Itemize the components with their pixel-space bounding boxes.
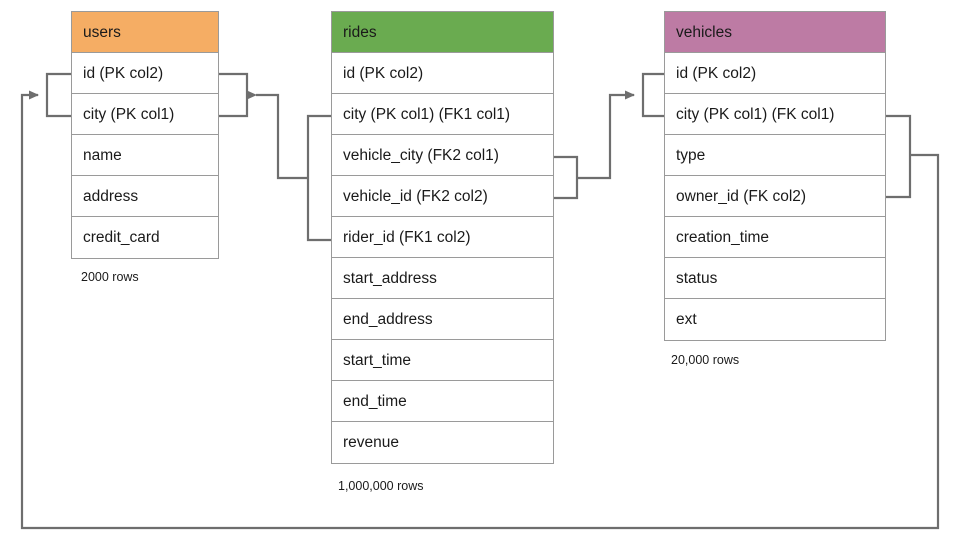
- field-vehicles-status[interactable]: status: [665, 258, 885, 299]
- table-header-rides: rides: [332, 12, 553, 53]
- field-rides-vehicle-city[interactable]: vehicle_city (FK2 col1): [332, 135, 553, 176]
- row-count-users: 2000 rows: [81, 270, 139, 284]
- connector-vehicles-to-users: [20, 90, 940, 530]
- field-vehicles-creation-time[interactable]: creation_time: [665, 217, 885, 258]
- field-rides-revenue[interactable]: revenue: [343, 434, 400, 451]
- entity-table-vehicles[interactable]: vehicles id (PK col2) city (PK col1) (FK…: [664, 11, 886, 341]
- entity-table-rides[interactable]: rides id (PK col2) city (PK col1) (FK1 c…: [331, 11, 554, 464]
- connector-rides-to-users: [247, 90, 308, 180]
- field-vehicles-owner-id[interactable]: owner_id (FK col2): [665, 176, 885, 217]
- row-count-vehicles: 20,000 rows: [671, 353, 740, 367]
- field-users-id[interactable]: id (PK col2): [72, 53, 218, 94]
- field-rides-end-time[interactable]: end_time: [332, 381, 553, 422]
- row-count-rides: 1,000,000 rows: [338, 479, 424, 493]
- field-rides-end-address[interactable]: end_address: [332, 299, 553, 340]
- field-users-credit-card[interactable]: credit_card: [83, 229, 160, 246]
- field-users-name[interactable]: name: [72, 135, 218, 176]
- entity-table-users[interactable]: users id (PK col2) city (PK col1) name a…: [71, 11, 219, 259]
- table-header-users: users: [72, 12, 218, 53]
- connector-users-left-bracket: [45, 72, 71, 118]
- table-header-vehicles: vehicles: [665, 12, 885, 53]
- connector-vehicles-left-bracket: [641, 72, 664, 118]
- field-vehicles-ext[interactable]: ext: [676, 311, 697, 328]
- field-rides-city[interactable]: city (PK col1) (FK1 col1): [332, 94, 553, 135]
- field-rides-rider-id[interactable]: rider_id (FK1 col2): [332, 217, 553, 258]
- field-users-city[interactable]: city (PK col1): [72, 94, 218, 135]
- connector-users-right-bracket: [219, 72, 249, 118]
- field-rides-start-time[interactable]: start_time: [332, 340, 553, 381]
- field-rides-vehicle-id[interactable]: vehicle_id (FK2 col2): [332, 176, 553, 217]
- field-rides-start-address[interactable]: start_address: [332, 258, 553, 299]
- field-users-address[interactable]: address: [72, 176, 218, 217]
- connector-rides-right-bracket: [554, 155, 579, 200]
- field-rides-id[interactable]: id (PK col2): [332, 53, 553, 94]
- field-vehicles-type[interactable]: type: [665, 135, 885, 176]
- connector-rides-left-bracket: [306, 114, 331, 242]
- field-vehicles-id[interactable]: id (PK col2): [665, 53, 885, 94]
- connector-rides-to-vehicles: [577, 90, 635, 180]
- connector-vehicles-right-bracket: [886, 114, 912, 199]
- field-vehicles-city[interactable]: city (PK col1) (FK col1): [665, 94, 885, 135]
